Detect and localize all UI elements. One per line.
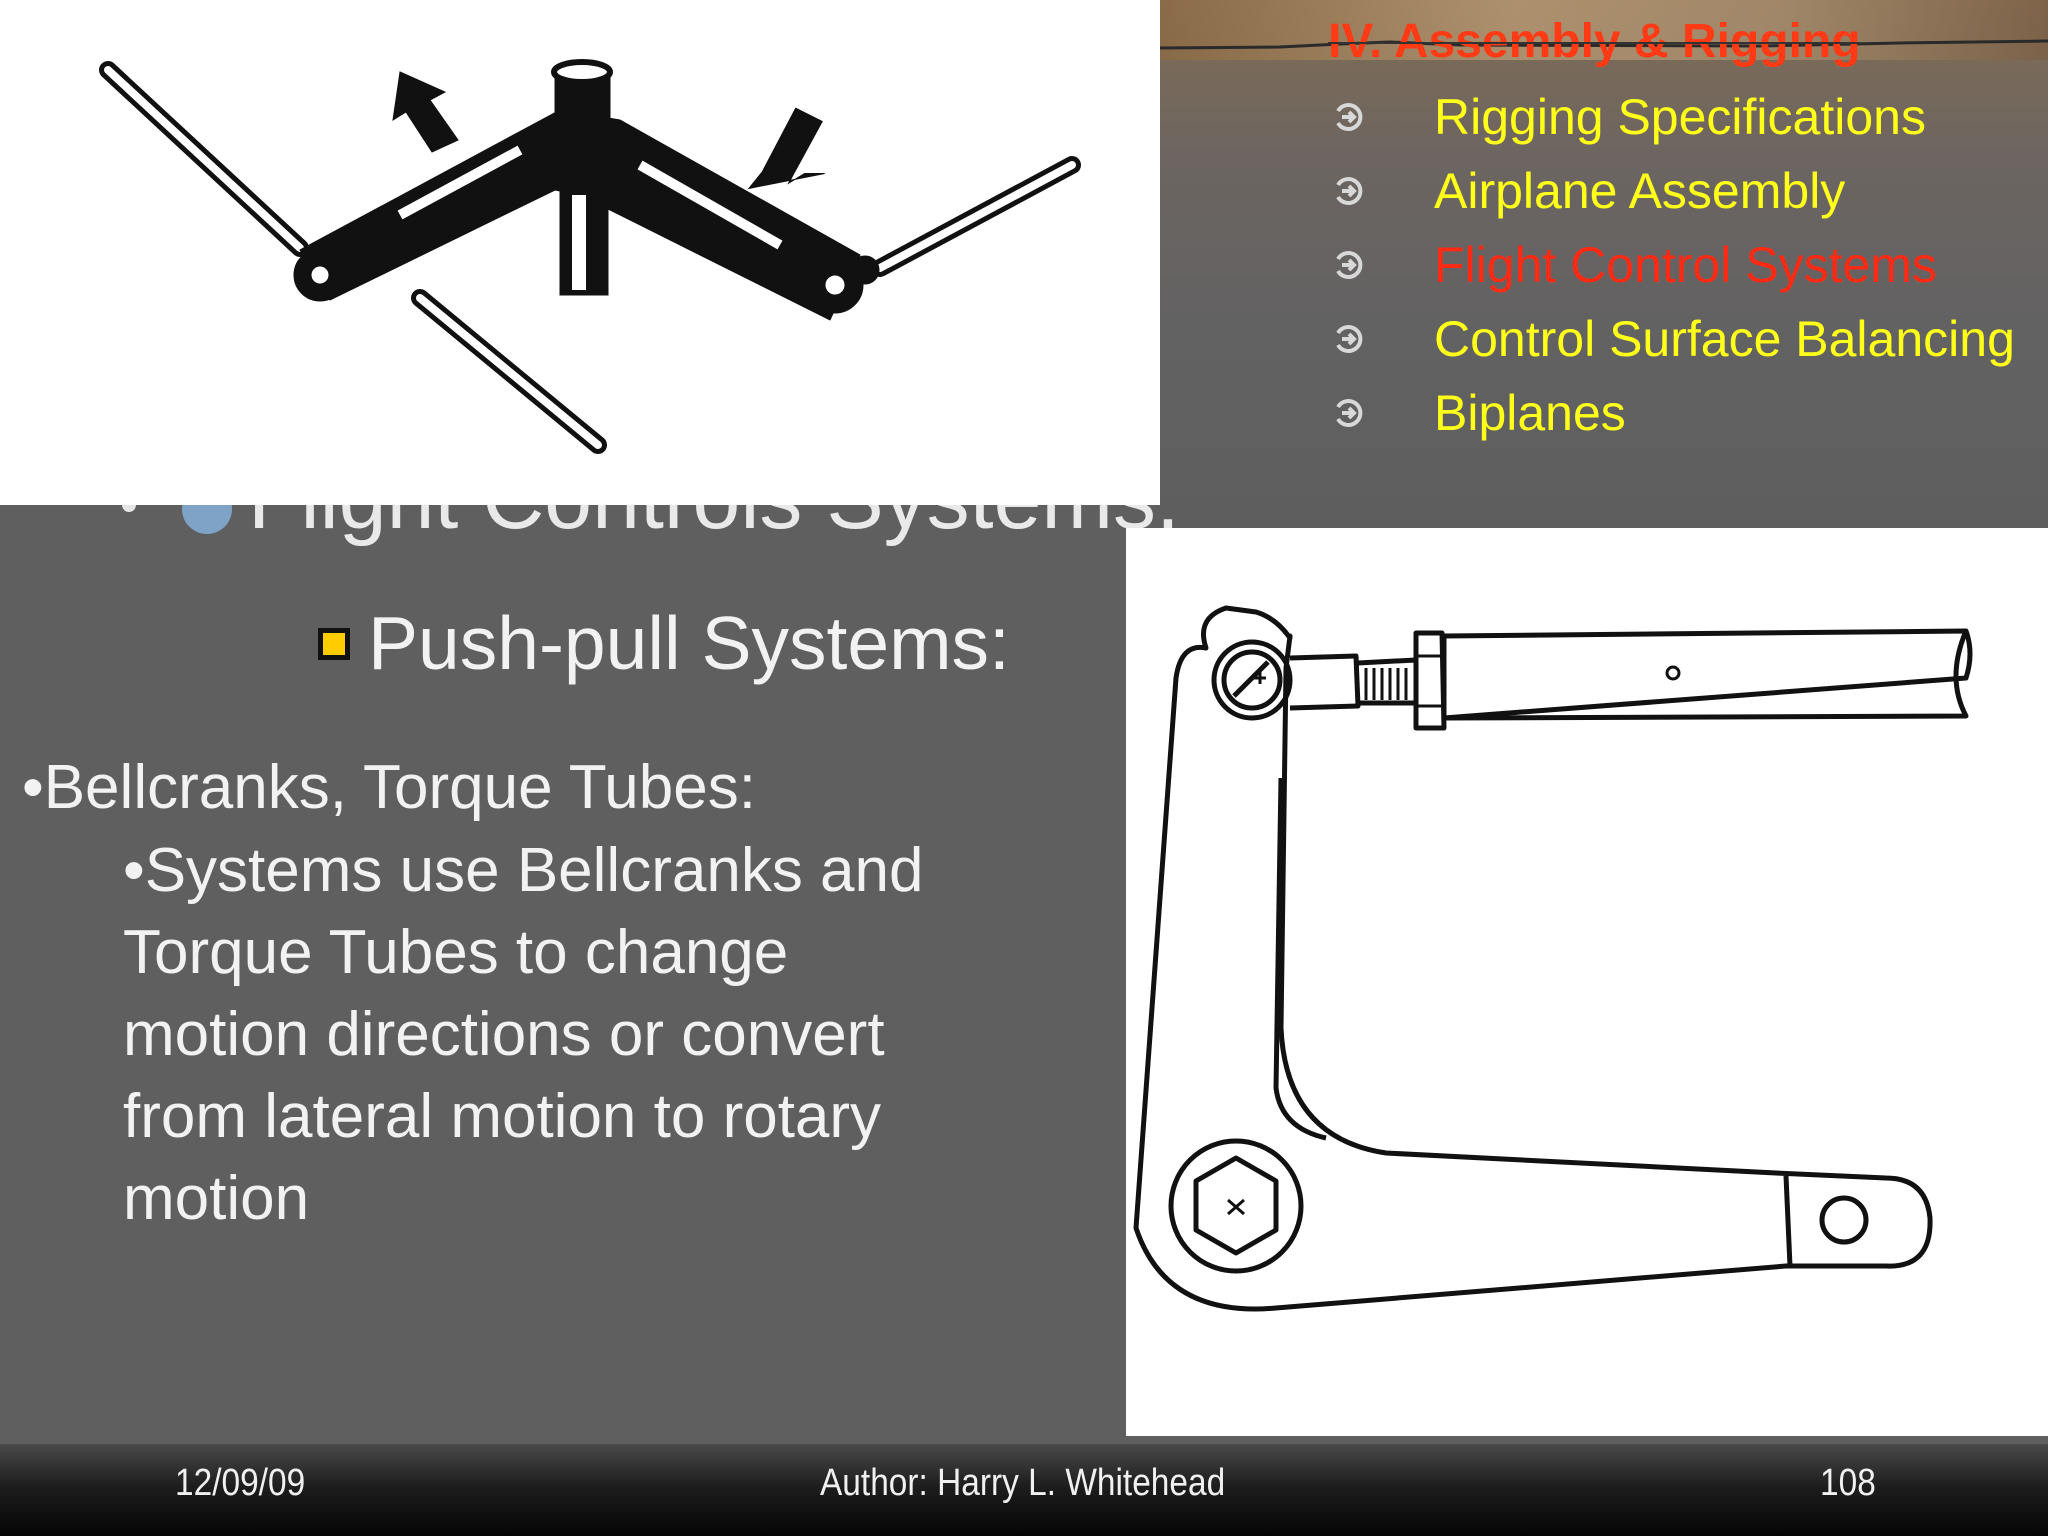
square-bullet-icon <box>318 628 350 660</box>
bullet-text-line: •Systems use Bellcranks and <box>123 836 924 905</box>
arrow-circle-icon <box>1336 177 1363 205</box>
bullet-text-line: from lateral motion to rotary <box>123 1082 882 1151</box>
bullet-text-line: Torque Tubes to change <box>123 918 789 987</box>
arrow-circle-icon <box>1336 325 1363 353</box>
footer-bar <box>0 1444 2048 1536</box>
menu-item-rigging-specifications[interactable]: Rigging Specifications <box>1434 89 1926 145</box>
page-number: 108 <box>1820 1462 1876 1504</box>
menu-item-flight-control-systems[interactable]: Flight Control Systems <box>1434 237 1937 293</box>
sub-heading: Push-pull Systems: <box>368 601 1010 685</box>
bellcrank-assembly-image <box>0 0 1160 505</box>
bellcrank-pushrod-drawing <box>1133 605 1973 1312</box>
heading-bullet-dot <box>122 505 136 512</box>
arrow-circle-icon <box>1336 103 1363 131</box>
footer-author: Author: Harry L. Whitehead <box>820 1462 1226 1504</box>
bullet-text-line: motion directions or convert <box>123 1000 885 1069</box>
heading-clip: Flight Controls Systems: <box>100 505 1240 575</box>
footer-date: 12/09/09 <box>175 1462 306 1504</box>
slide-heading: Flight Controls Systems: <box>248 505 1180 549</box>
bellcrank-pushrod-image <box>1126 528 2048 1436</box>
menu-item-airplane-assembly[interactable]: Airplane Assembly <box>1434 163 1846 219</box>
section-title: IV. Assembly & Rigging <box>1328 15 1861 68</box>
bullet-text-line: motion <box>123 1164 310 1233</box>
header-photo-strip <box>1160 0 2048 60</box>
menu-item-biplanes[interactable]: Biplanes <box>1434 385 1626 441</box>
bellcrank-assembly-drawing <box>99 59 1081 454</box>
header-panel <box>1160 0 2048 528</box>
arrow-circle-icon <box>1336 399 1363 427</box>
horizon-line <box>1160 39 2048 50</box>
bullet-bellcranks: •Bellcranks, Torque Tubes: <box>22 753 756 822</box>
arrow-circle-icon <box>182 505 232 534</box>
menu-item-control-surface-balancing[interactable]: Control Surface Balancing <box>1434 311 2015 367</box>
arrow-circle-icon <box>1336 251 1363 279</box>
